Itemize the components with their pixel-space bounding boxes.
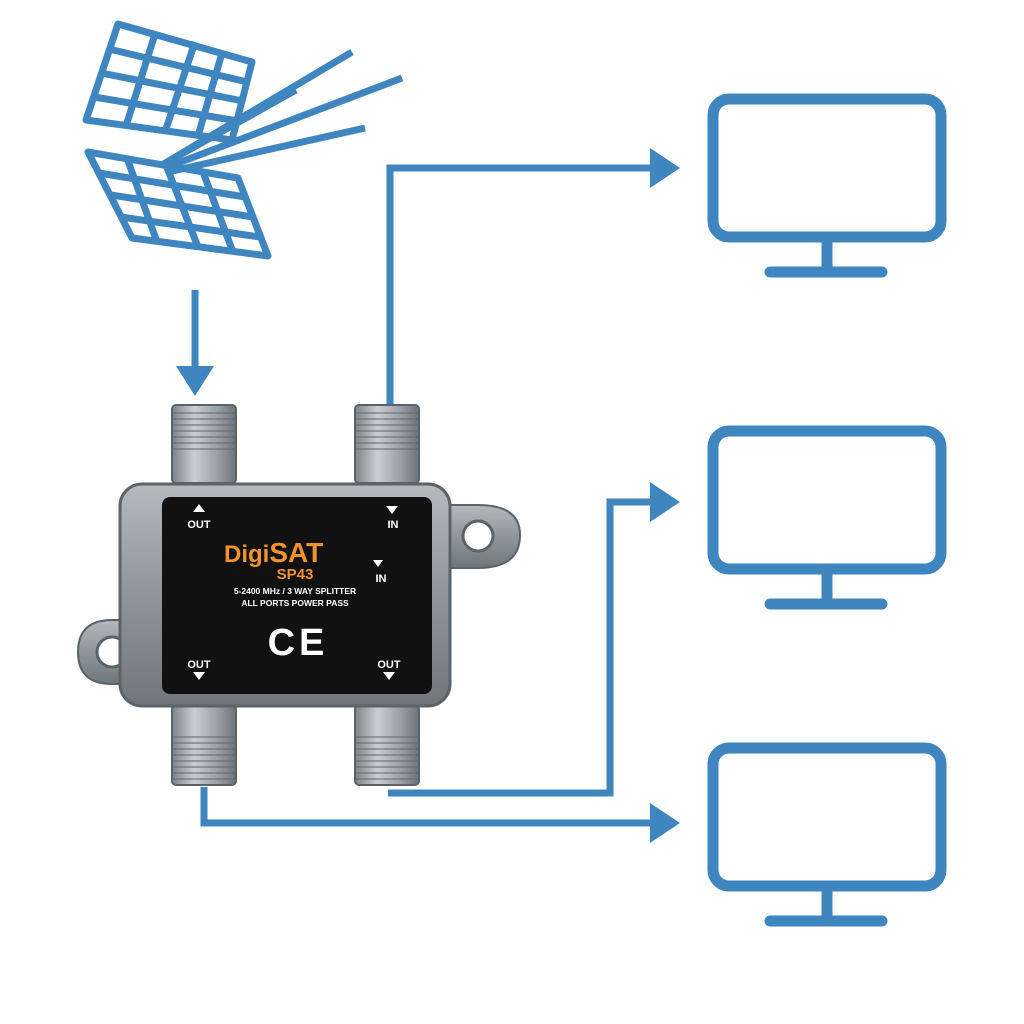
line-to-monitor-1 xyxy=(386,164,654,405)
connector-bottom-left xyxy=(171,704,237,786)
arrow-head-1 xyxy=(650,148,680,188)
port-label-top-right: IN xyxy=(388,519,399,531)
arrow-head-2 xyxy=(650,482,680,522)
monitor-icon xyxy=(707,425,947,610)
brand-suffix: SAT xyxy=(269,537,323,568)
port-label-top-left: OUT xyxy=(187,519,211,531)
spec-line-1: 5-2400 MHz / 3 WAY SPLITTER xyxy=(234,586,356,596)
line-to-monitor-3 xyxy=(200,787,654,827)
port-label-bottom-right: OUT xyxy=(377,659,401,671)
brand-prefix: Digi xyxy=(224,541,269,568)
arrow-head-3 xyxy=(650,803,680,843)
port-label-mid-right: IN xyxy=(376,573,387,585)
monitor-icon xyxy=(707,93,947,278)
ce-mark: CE xyxy=(268,622,329,664)
splitter-device: OUT IN IN OUT OUT DigiSAT SP43 5-2400 MH… xyxy=(76,404,522,786)
label-panel xyxy=(162,497,432,694)
connector-bottom-right xyxy=(354,704,420,786)
spec-line-2: ALL PORTS POWER PASS xyxy=(241,598,349,608)
connection-lines xyxy=(200,164,654,827)
port-label-bottom-left: OUT xyxy=(187,659,211,671)
monitor-icon xyxy=(707,742,947,927)
line-to-monitor-2 xyxy=(388,498,654,797)
input-arrow xyxy=(176,290,214,396)
brand-logo: DigiSAT xyxy=(224,537,323,568)
mount-tab-right xyxy=(429,504,522,569)
model-number: SP43 xyxy=(277,566,314,583)
connector-top-right xyxy=(354,404,420,484)
connector-top-left xyxy=(171,404,237,484)
satellite-antenna-icon xyxy=(82,20,404,260)
